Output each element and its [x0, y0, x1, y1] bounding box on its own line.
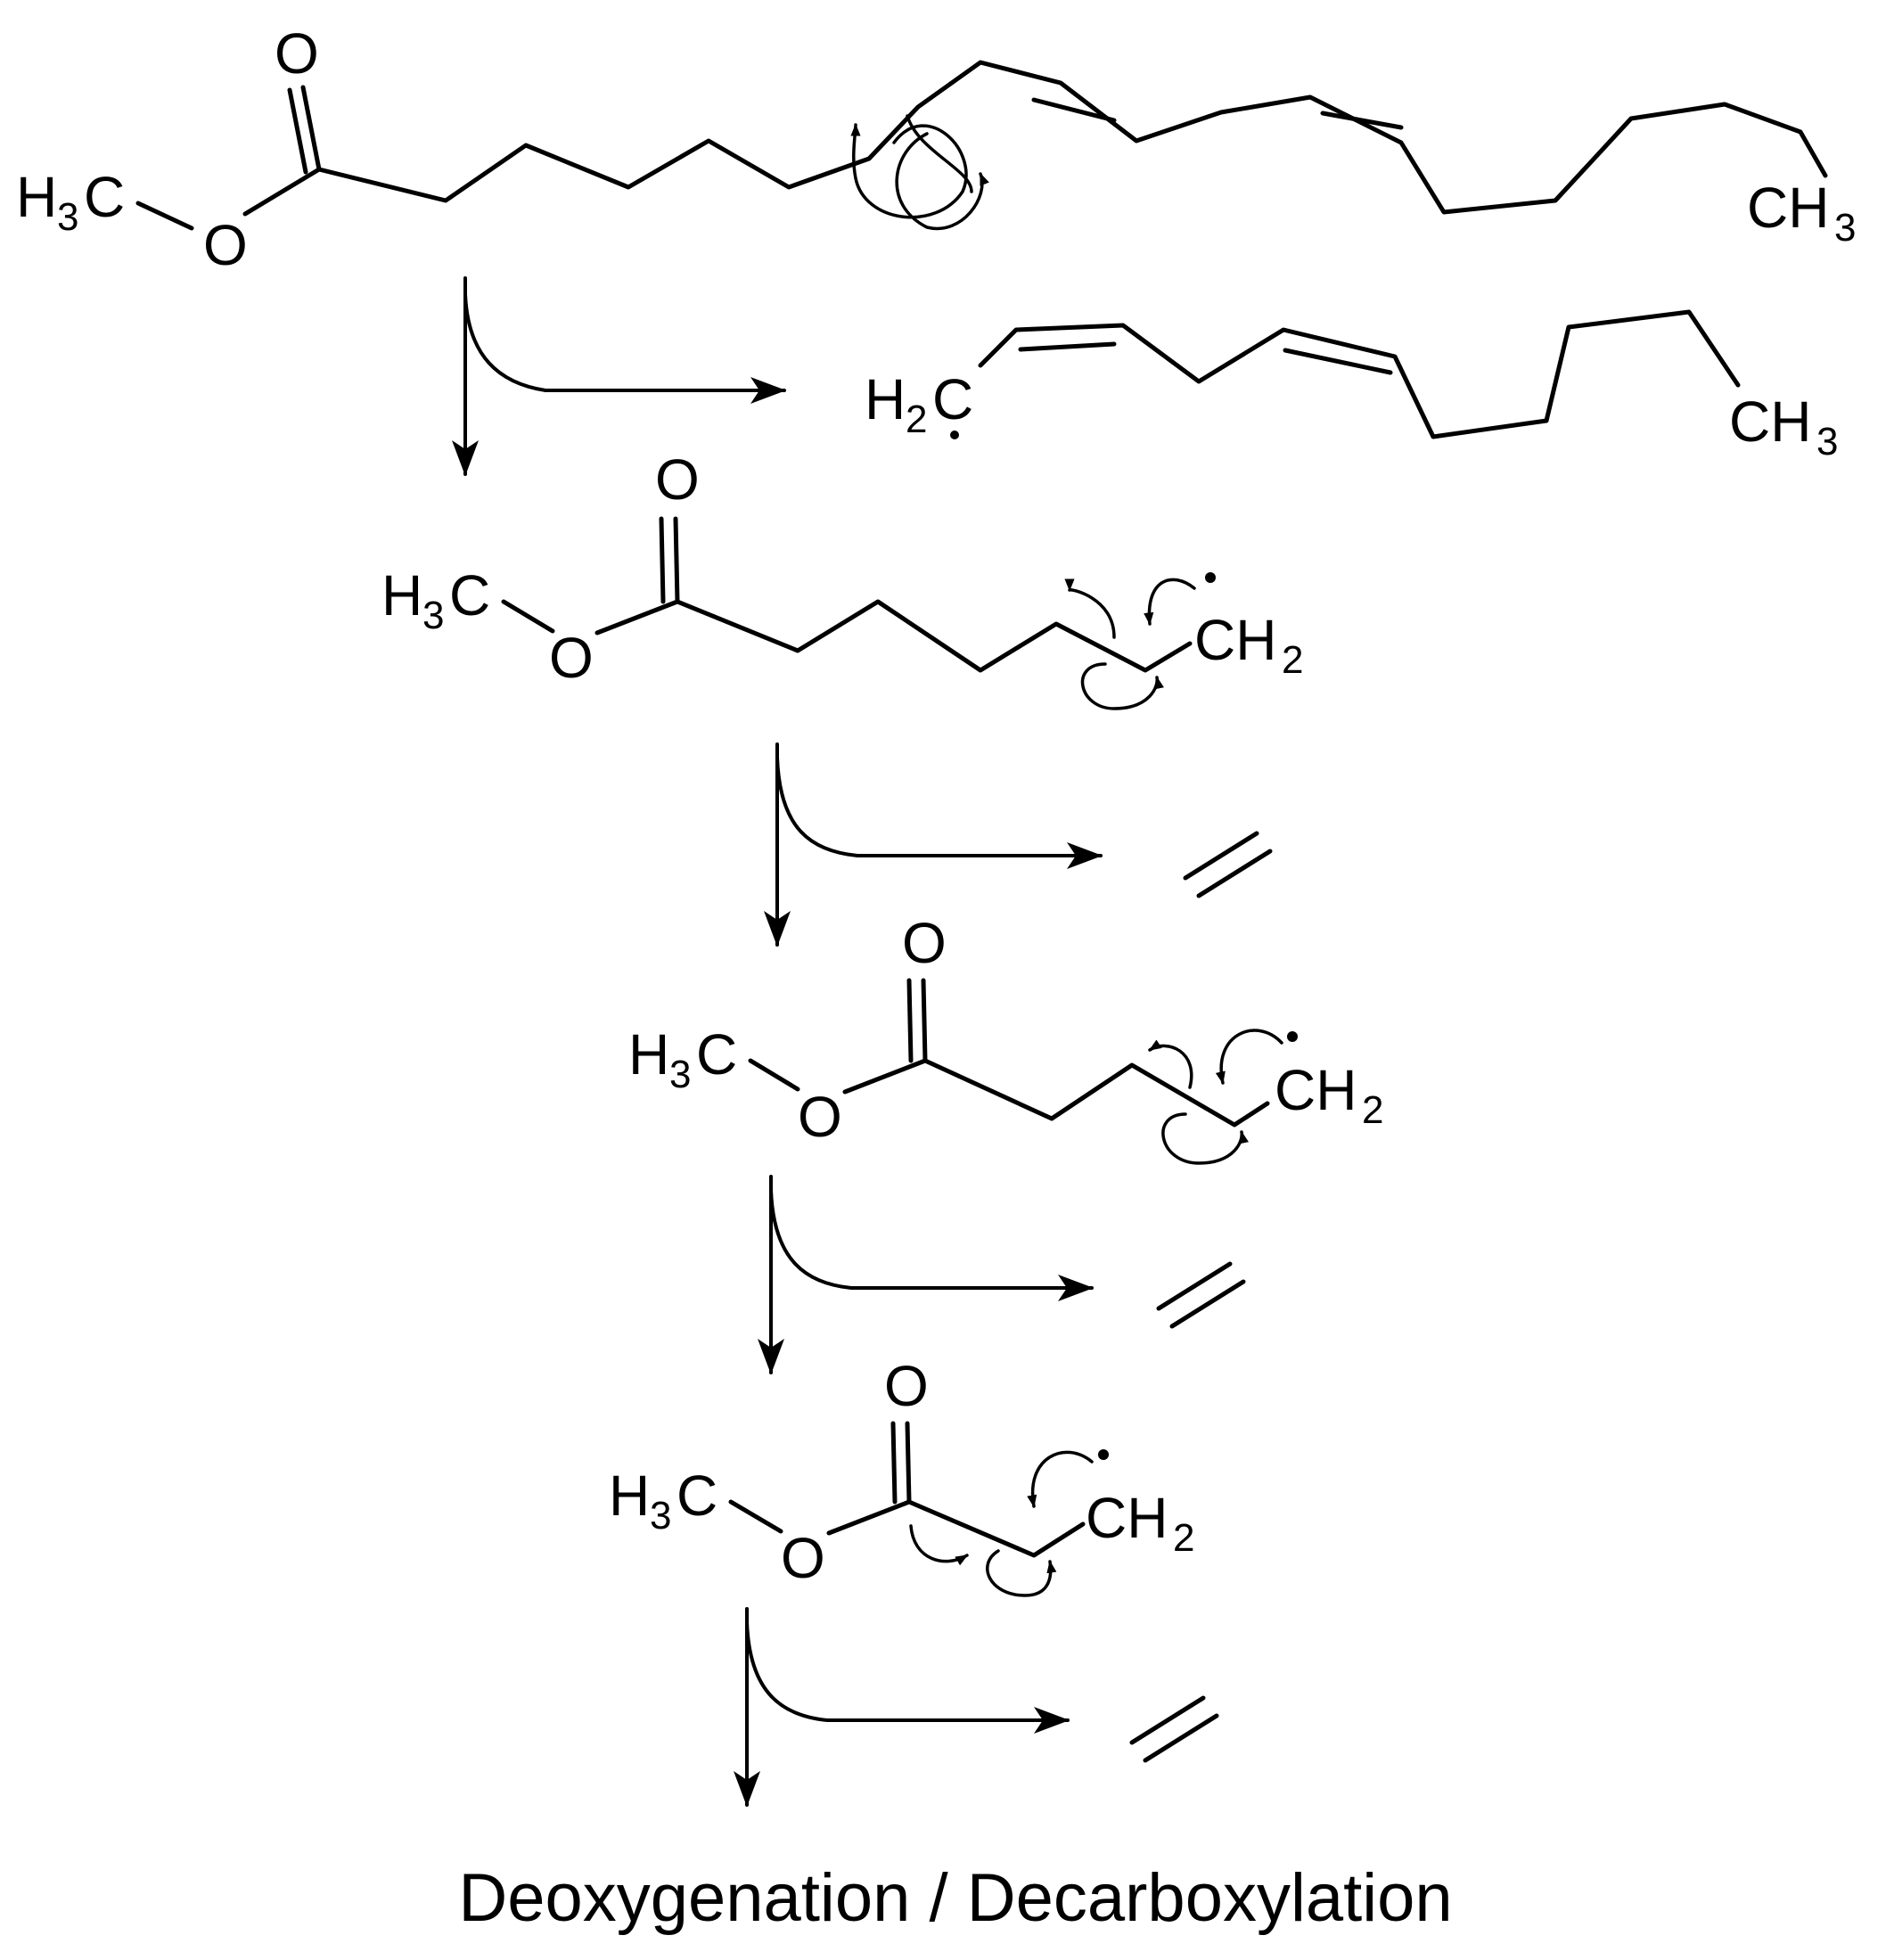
- fishhook-arrow-4a: [1027, 1450, 1094, 1508]
- fishhook-arrow-2c: [1080, 662, 1164, 710]
- step-4-arrows: [734, 1607, 1219, 1807]
- ch2-subscript-4: 2: [1173, 1516, 1194, 1560]
- cis-double-bond-1b: [1320, 111, 1404, 130]
- radical-intermediate-2: H 3 C O O CH 2: [381, 447, 1303, 710]
- ester-oxygen-2: O: [549, 626, 594, 690]
- ch2-subscript-2: 2: [1282, 638, 1303, 682]
- methyl-subscript-4: 3: [650, 1494, 671, 1538]
- methyl-subscript-2: 3: [422, 594, 444, 637]
- methyl-h-2: H: [381, 563, 422, 627]
- radical-dot: [950, 431, 959, 439]
- radical-dot-3: [1287, 1031, 1298, 1042]
- caption-deoxygenation-decarboxylation: Deoxygenation / Decarboxylation: [458, 1860, 1452, 1936]
- cis-double-bond-2b: [1283, 348, 1393, 375]
- fishhook-arrow-4c: [986, 1549, 1057, 1597]
- fishhook-arrow-3c: [1161, 1112, 1249, 1165]
- ethylene-2: [1156, 1261, 1246, 1329]
- carbonyl-oxygen-4: O: [884, 1354, 929, 1418]
- fishhook-arrow-2a: [1064, 578, 1116, 639]
- cis-double-bond-1a: [1031, 97, 1117, 123]
- step-4-side-arrow: [745, 1620, 1070, 1734]
- radical-intermediate-4: H 3 C O O CH 2: [609, 1354, 1194, 1597]
- step-3-side-arrow: [769, 1188, 1094, 1301]
- ethylene-1: [1183, 831, 1273, 898]
- carbonyl-double-bond-2: [659, 516, 680, 604]
- allylic-radical-fragment: H 2 C CH 3: [865, 309, 1838, 463]
- methyl-subscript: 3: [57, 195, 78, 239]
- methyl-carbon-4: C: [676, 1464, 717, 1528]
- methyl-h-4: H: [609, 1464, 650, 1528]
- step-2-arrows: [764, 742, 1273, 947]
- carbonyl-double-bond-4: [890, 1421, 912, 1505]
- carbonyl-oxygen-3: O: [902, 911, 947, 975]
- ch2-radical-carbon-3: CH: [1275, 1058, 1357, 1122]
- fishhook-arrow-4b: [909, 1524, 969, 1566]
- ethylene-3: [1129, 1695, 1219, 1763]
- fishhook-arrow-1b: [895, 114, 982, 231]
- methyl-carbon: C: [84, 165, 125, 229]
- methyl-carbon-3: C: [696, 1022, 737, 1087]
- radical-subscript: 2: [906, 398, 927, 441]
- ester-oxygen: O: [203, 213, 248, 277]
- ch2-subscript-3: 2: [1362, 1088, 1383, 1132]
- step-3-arrows: [758, 1175, 1246, 1374]
- step-2-side-arrow: [775, 756, 1103, 869]
- fragment-ch3: CH: [1729, 390, 1811, 454]
- carbonyl-double-bond-1: [287, 85, 322, 175]
- carbonyl-double-bond-3: [906, 978, 928, 1063]
- carbonyl-oxygen-2: O: [655, 447, 700, 512]
- ch2-radical-carbon-4: CH: [1086, 1486, 1168, 1550]
- methyl-h: H: [16, 165, 57, 229]
- ester-oxygen-4: O: [781, 1526, 825, 1590]
- radical-intermediate-3: H 3 C O O CH 2: [628, 911, 1383, 1165]
- methyl-subscript-3: 3: [669, 1053, 691, 1096]
- terminal-ch3-subscript: 3: [1834, 206, 1856, 250]
- methyl-carbon-2: C: [449, 563, 490, 627]
- chain-bonds-4: [748, 1058, 1270, 1128]
- chain-bonds-2: [978, 309, 1741, 439]
- step-1-side-arrow: [463, 292, 786, 404]
- radical-dot-4: [1098, 1449, 1109, 1460]
- carbonyl-oxygen: O: [275, 21, 319, 86]
- radical-h: H: [865, 367, 906, 431]
- step-1-arrows: [452, 276, 786, 476]
- fishhook-arrow-3b: [1215, 1029, 1283, 1085]
- methyl-linoleate: H 3 C O O CH 3: [16, 21, 1856, 277]
- radical-dot-2: [1205, 572, 1216, 583]
- radical-carbon: C: [932, 367, 973, 431]
- ch2-radical-carbon-2: CH: [1194, 608, 1276, 672]
- chain-bonds-5: [728, 1499, 1086, 1558]
- fishhook-arrow-1a: [850, 123, 968, 219]
- fishhook-arrow-2b: [1144, 578, 1196, 626]
- fragment-ch3-subscript: 3: [1816, 420, 1838, 463]
- fishhook-arrow-3a: [1148, 1039, 1193, 1089]
- chain-bonds-1: [135, 60, 1828, 231]
- chain-bonds-3: [501, 599, 1193, 673]
- methyl-h-3: H: [628, 1022, 669, 1087]
- cis-double-bond-2a: [1018, 341, 1117, 352]
- terminal-ch3: CH: [1747, 176, 1829, 240]
- ester-oxygen-3: O: [798, 1085, 842, 1149]
